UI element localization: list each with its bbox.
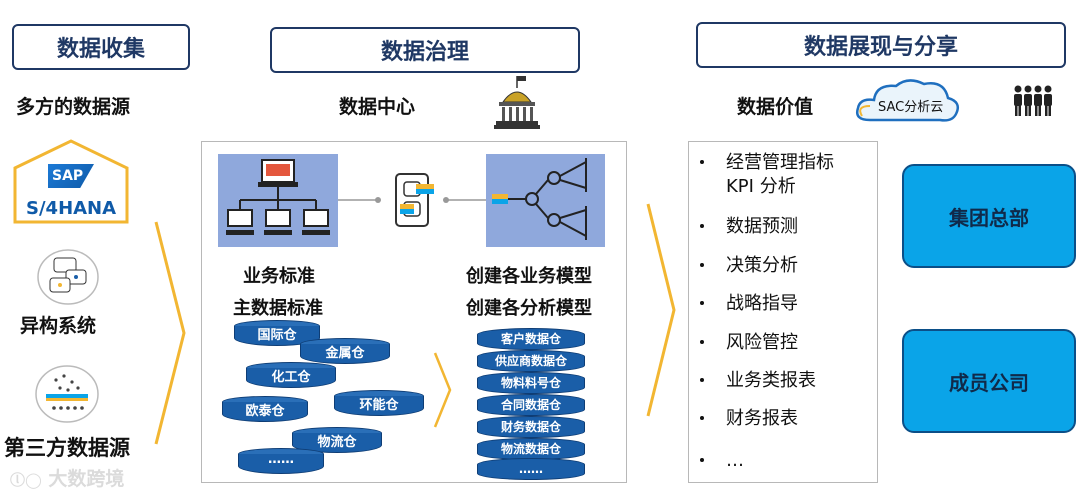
chevron-arrow-right <box>646 203 676 417</box>
chat-bubbles-icon <box>37 249 99 305</box>
third-party-label: 第三方数据源 <box>4 436 130 460</box>
model-box <box>486 154 605 247</box>
warehouse-disk: 化工仓 <box>246 362 336 392</box>
warehouse-disk: 金属仓 <box>300 338 390 368</box>
hetero-label: 异构系统 <box>20 315 97 337</box>
subtitle-data-center: 数据中心 <box>339 96 416 118</box>
list-item: 经营管理指标 KPI 分析 <box>700 152 870 198</box>
stack-item: 物料料号仓 <box>477 372 585 394</box>
plug-connector-icon <box>338 173 486 227</box>
subtitle-data-value: 数据价值 <box>737 96 814 118</box>
header-data-collection: 数据收集 <box>12 24 190 70</box>
warehouse-disk: …… <box>238 448 324 476</box>
stack-item: 财务数据仓 <box>477 416 585 438</box>
stack-item: 物流数据仓 <box>477 438 585 460</box>
building-icon <box>494 76 540 129</box>
stack-item: …… <box>477 458 585 480</box>
header-data-governance: 数据治理 <box>270 27 580 73</box>
sap-product-label: S/4HANA <box>26 198 117 219</box>
stack-item: 合同数据仓 <box>477 394 585 416</box>
data-dots-icon <box>35 365 99 423</box>
cloud-label: SAC分析云 <box>878 100 944 115</box>
chevron-arrow-inner <box>433 352 452 428</box>
warehouse-disk: 欧泰仓 <box>222 396 308 426</box>
business-model-label: 创建各业务模型 <box>466 266 592 287</box>
analysis-model-label: 创建各分析模型 <box>466 298 592 319</box>
subtitle-sources: 多方的数据源 <box>16 96 131 118</box>
network-computers-icon <box>226 159 330 235</box>
stack-item: 供应商数据仓 <box>477 350 585 372</box>
stack-item: 客户数据仓 <box>477 328 585 350</box>
header-data-share: 数据展现与分享 <box>696 22 1066 68</box>
watermark: ⓛ◯ 大数跨境 <box>10 468 125 490</box>
value-list-panel <box>688 141 878 483</box>
warehouse-disk: 国际仓 <box>234 320 320 350</box>
warehouse-disk: 环能仓 <box>334 390 424 420</box>
warehouse-disk: 物流仓 <box>292 427 382 457</box>
business-standard-box <box>218 154 338 247</box>
business-standard-label: 业务标准 <box>243 266 315 287</box>
group-hq-box: 集团总部 <box>902 164 1076 268</box>
decision-tree-icon <box>492 158 587 240</box>
cloud-icon <box>856 79 959 122</box>
data-warehouse-stack: 客户数据仓 供应商数据仓 物料料号仓 合同数据仓 财务数据仓 物流数据仓 …… <box>477 328 585 480</box>
chevron-arrow-left <box>154 221 186 445</box>
member-company-box: 成员公司 <box>902 329 1076 433</box>
master-data-standard-label: 主数据标准 <box>233 298 323 319</box>
people-icon <box>1014 85 1052 116</box>
